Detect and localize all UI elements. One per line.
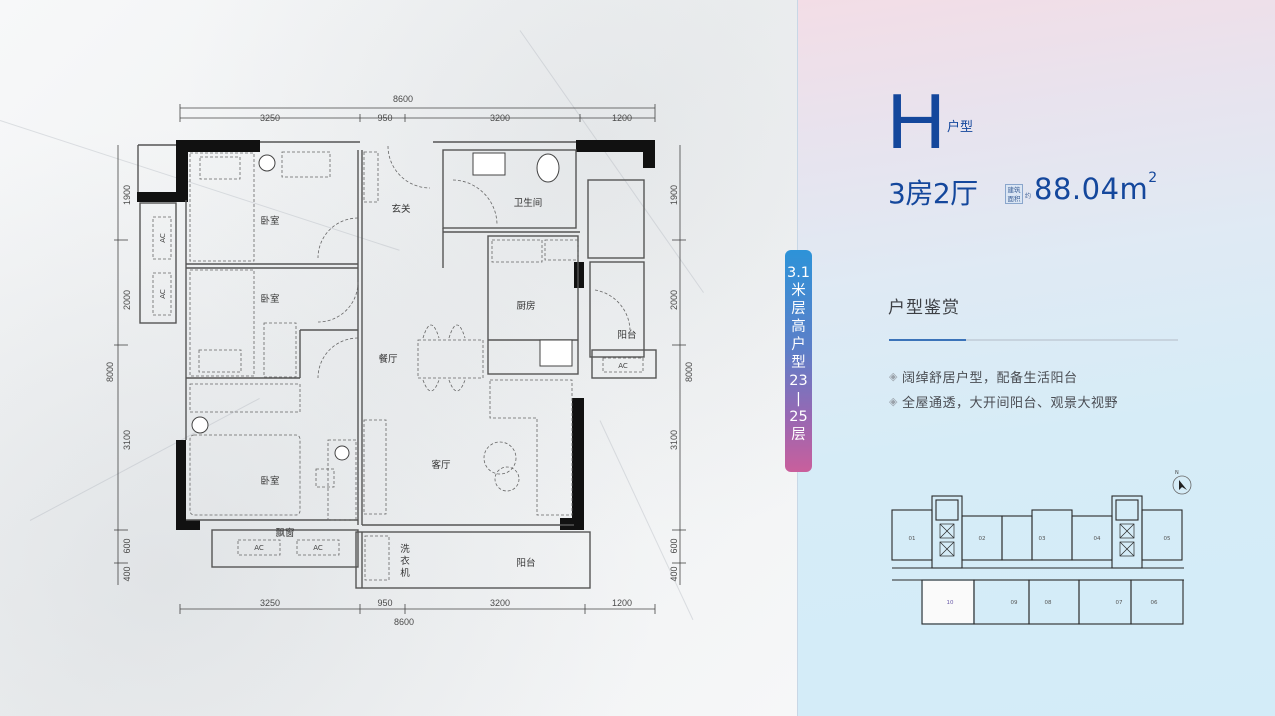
info-panel (797, 0, 1275, 716)
svg-text:AC: AC (159, 289, 167, 299)
svg-text:洗: 洗 (400, 543, 410, 555)
room-living: 客厅 (431, 459, 451, 471)
room-master-bedroom: 卧室 (260, 475, 279, 487)
diamond-bullet-icon: ◈ (889, 395, 898, 408)
svg-text:1200: 1200 (612, 113, 632, 123)
feature-item: ◈全屋通透，大开间阳台、观景大视野 (889, 395, 1118, 411)
svg-text:03: 03 (1039, 536, 1046, 542)
svg-text:N: N (1175, 470, 1179, 476)
appreciation-title: 户型鉴赏 (888, 298, 960, 318)
floor-height-badge: 3.1 米 层 高 户 型 23 | 25 层 (785, 250, 812, 472)
svg-text:09: 09 (1011, 600, 1018, 606)
svg-text:8000: 8000 (684, 362, 694, 382)
svg-text:950: 950 (377, 598, 392, 608)
svg-text:AC: AC (159, 233, 167, 243)
svg-text:1900: 1900 (669, 185, 679, 205)
svg-text:01: 01 (909, 536, 916, 542)
room-bay-window: 飘窗 (275, 527, 294, 539)
svg-text:3250: 3250 (260, 598, 280, 608)
unit-type-suffix: 户型 (947, 120, 974, 135)
svg-text:06: 06 (1151, 600, 1158, 606)
svg-text:400: 400 (669, 566, 679, 581)
room-bedroom-1: 卧室 (260, 215, 279, 227)
room-main-balcony: 阳台 (516, 557, 535, 569)
floor-plan: 8600 3250 950 3200 1200 3250 950 3200 12… (105, 94, 694, 627)
svg-text:400: 400 (122, 566, 132, 581)
svg-text:04: 04 (1094, 536, 1101, 542)
svg-text:600: 600 (122, 538, 132, 553)
room-service-balcony: 阳台 (617, 329, 636, 341)
svg-text:1900: 1900 (122, 185, 132, 205)
svg-text:02: 02 (979, 536, 986, 542)
svg-text:3200: 3200 (490, 113, 510, 123)
unit-type-letter: H (886, 77, 946, 165)
feature-list: ◈阔绰舒居户型，配备生活阳台 ◈全屋通透，大开间阳台、观景大视野 (889, 364, 1118, 414)
room-bathroom: 卫生间 (514, 197, 543, 209)
svg-text:2000: 2000 (122, 290, 132, 310)
svg-text:1200: 1200 (612, 598, 632, 608)
svg-text:600: 600 (669, 538, 679, 553)
building-site-plan: 01 02 03 04 05 06 07 08 09 10 (891, 495, 1184, 625)
dim-top-total: 8600 (393, 94, 413, 104)
room-count: 3房2厅 (888, 177, 978, 210)
svg-text:机: 机 (400, 567, 410, 579)
room-kitchen: 厨房 (516, 300, 535, 312)
svg-text:AC: AC (313, 544, 323, 552)
svg-text:05: 05 (1164, 536, 1171, 542)
room-dining: 餐厅 (378, 353, 398, 365)
svg-text:10: 10 (947, 600, 954, 606)
svg-text:AC: AC (254, 544, 264, 552)
svg-text:8000: 8000 (105, 362, 115, 382)
section-divider (889, 339, 1178, 341)
diamond-bullet-icon: ◈ (889, 370, 898, 383)
highlighted-unit (923, 581, 973, 623)
svg-text:AC: AC (618, 362, 628, 370)
svg-text:3100: 3100 (122, 430, 132, 450)
room-foyer: 玄关 (391, 203, 411, 215)
svg-text:3200: 3200 (490, 598, 510, 608)
room-bedroom-2: 卧室 (260, 293, 279, 305)
svg-text:08: 08 (1045, 600, 1052, 606)
feature-item: ◈阔绰舒居户型，配备生活阳台 (889, 370, 1078, 386)
section-divider-accent (889, 339, 966, 341)
area-value: 88.04m2 (1034, 170, 1158, 206)
marble-background (0, 0, 797, 716)
svg-text:950: 950 (377, 113, 392, 123)
svg-text:3100: 3100 (669, 430, 679, 450)
svg-text:8600: 8600 (394, 617, 414, 627)
north-compass-icon: N (1172, 470, 1192, 495)
svg-text:衣: 衣 (400, 555, 410, 567)
svg-text:07: 07 (1116, 600, 1123, 606)
svg-text:3250: 3250 (260, 113, 280, 123)
area-approx: 约 (1025, 193, 1032, 200)
svg-text:2000: 2000 (669, 290, 679, 310)
area-label-tag: 建筑 面积 (1005, 184, 1023, 204)
